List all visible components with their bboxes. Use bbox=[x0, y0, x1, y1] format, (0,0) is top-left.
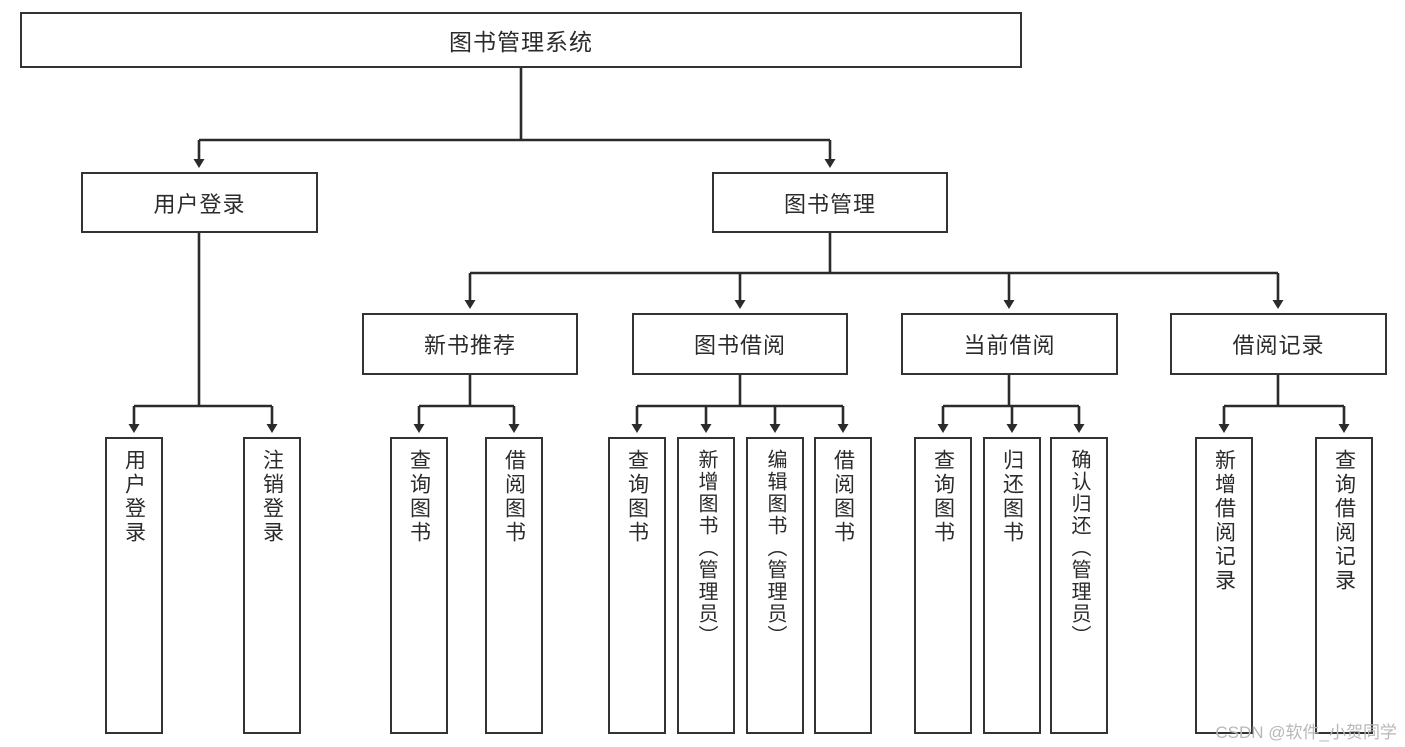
leaf-borrow-book-recommend[interactable]: 借阅图书 bbox=[485, 437, 543, 734]
leaf-borrow-book[interactable]: 借阅图书 bbox=[814, 437, 872, 734]
leaf-label: 新增借阅记录 bbox=[1212, 449, 1236, 593]
node-book-management-label: 图书管理 bbox=[783, 191, 876, 217]
leaf-label: 借阅图书 bbox=[502, 449, 526, 545]
leaf-label: 注销登录 bbox=[260, 449, 284, 545]
leaf-query-book-recommend[interactable]: 查询图书 bbox=[390, 437, 448, 734]
leaf-label: 查询借阅记录 bbox=[1332, 449, 1356, 593]
leaf-label: 新增图书（管理员） bbox=[695, 449, 717, 647]
node-book-borrow-label: 图书借阅 bbox=[693, 333, 786, 358]
node-new-book-recommend-label: 新书推荐 bbox=[423, 333, 516, 358]
leaf-label: 确认归还（管理员） bbox=[1068, 449, 1090, 647]
leaf-label: 借阅图书 bbox=[831, 449, 855, 545]
node-current-borrow[interactable]: 当前借阅 bbox=[901, 313, 1118, 375]
leaf-user-login[interactable]: 用户登录 bbox=[105, 437, 163, 734]
node-user-login-label: 用户登录 bbox=[153, 191, 246, 217]
leaf-edit-book-admin[interactable]: 编辑图书（管理员） bbox=[746, 437, 804, 734]
watermark-text: CSDN @软件_小贺同学 bbox=[1215, 723, 1397, 742]
leaf-confirm-return-admin[interactable]: 确认归还（管理员） bbox=[1050, 437, 1108, 734]
node-new-book-recommend[interactable]: 新书推荐 bbox=[362, 313, 578, 375]
node-borrow-records[interactable]: 借阅记录 bbox=[1170, 313, 1387, 375]
node-root-label: 图书管理系统 bbox=[449, 29, 593, 55]
leaf-label: 用户登录 bbox=[122, 449, 146, 545]
leaf-add-borrow-record[interactable]: 新增借阅记录 bbox=[1195, 437, 1253, 734]
leaf-label: 编辑图书（管理员） bbox=[764, 449, 786, 647]
node-current-borrow-label: 当前借阅 bbox=[963, 333, 1056, 358]
leaf-label: 归还图书 bbox=[1000, 449, 1024, 545]
leaf-query-book-current[interactable]: 查询图书 bbox=[914, 437, 972, 734]
leaf-label: 查询图书 bbox=[407, 449, 431, 545]
node-user-login[interactable]: 用户登录 bbox=[81, 172, 318, 233]
leaf-query-borrow-record[interactable]: 查询借阅记录 bbox=[1315, 437, 1373, 734]
leaf-label: 查询图书 bbox=[931, 449, 955, 545]
node-book-management[interactable]: 图书管理 bbox=[712, 172, 948, 233]
node-borrow-records-label: 借阅记录 bbox=[1232, 333, 1325, 358]
leaf-logout[interactable]: 注销登录 bbox=[243, 437, 301, 734]
node-book-borrow[interactable]: 图书借阅 bbox=[632, 313, 848, 375]
leaf-query-book-borrow[interactable]: 查询图书 bbox=[608, 437, 666, 734]
leaf-add-book-admin[interactable]: 新增图书（管理员） bbox=[677, 437, 735, 734]
leaf-return-book[interactable]: 归还图书 bbox=[983, 437, 1041, 734]
node-root[interactable]: 图书管理系统 bbox=[20, 12, 1022, 68]
leaf-label: 查询图书 bbox=[625, 449, 649, 545]
